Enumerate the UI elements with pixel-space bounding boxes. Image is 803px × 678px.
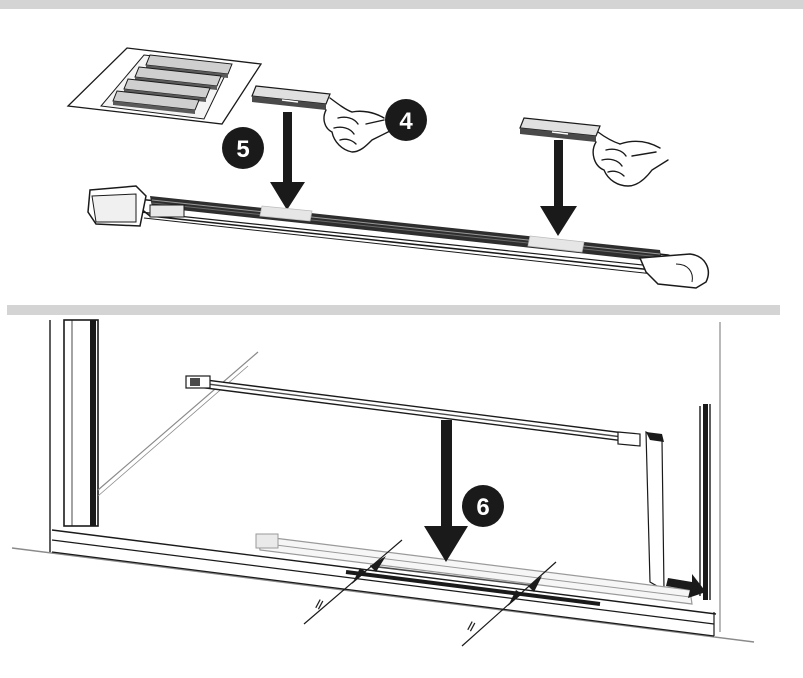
step-6-badge: 6 <box>462 485 504 527</box>
adhesive-pad-sheet <box>66 47 263 125</box>
step-4-label: 4 <box>399 108 413 135</box>
shower-floor <box>11 351 755 643</box>
rail-end-cap-left <box>185 375 211 389</box>
bottom-panel: 6 = = <box>7 305 780 647</box>
top-panel: 4 5 <box>0 0 803 289</box>
step-6-label: 6 <box>476 494 489 521</box>
step-5-badge: 5 <box>222 127 264 169</box>
down-arrow-left-icon <box>270 112 305 210</box>
guide-rail-placing <box>185 375 665 592</box>
right-wall-frame <box>699 322 721 632</box>
peeling-hand-left-icon <box>323 97 393 153</box>
bottom-band <box>7 305 780 315</box>
equal-mark-left: = <box>308 594 330 614</box>
adhesive-pad <box>112 90 200 114</box>
peeling-hand-right-icon <box>592 131 669 187</box>
step-4-badge: 4 <box>385 99 427 141</box>
rail-end-cap-right <box>617 431 641 447</box>
pad-target-left <box>259 205 313 222</box>
adhesive-pad-right <box>519 117 601 142</box>
rail-end-cap-right <box>638 253 710 289</box>
equal-spacing-right: = <box>460 561 557 647</box>
down-arrow-right-icon <box>540 140 577 236</box>
equal-mark-right: = <box>460 616 482 636</box>
left-wall-frame <box>49 319 99 552</box>
down-arrow-center-icon <box>424 420 468 562</box>
corner-arrow-icon <box>666 574 706 598</box>
guide-rail-floor <box>255 533 693 606</box>
rail-end-cap-left <box>87 185 185 227</box>
step-5-label: 5 <box>236 136 249 163</box>
top-band <box>0 0 803 9</box>
pad-target-right <box>527 235 585 253</box>
adhesive-pad-left <box>251 85 331 110</box>
guide-rail-profile <box>87 185 710 289</box>
